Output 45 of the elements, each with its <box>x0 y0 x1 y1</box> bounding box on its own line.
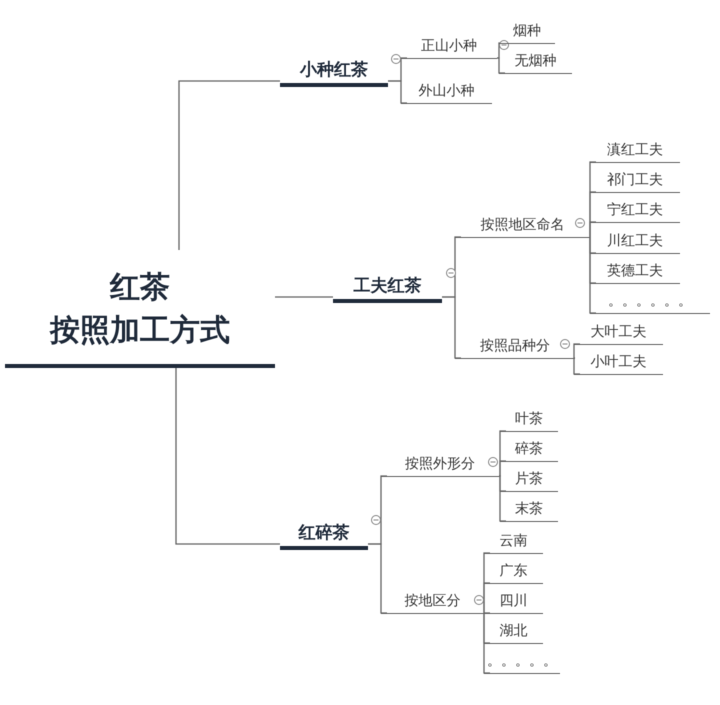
connector-line <box>573 357 580 375</box>
topic-text: 片茶 <box>515 471 543 488</box>
connector-line <box>178 80 280 250</box>
topic-text: 英德工夫 <box>607 263 663 280</box>
topic-text: 大叶工夫 <box>590 324 646 341</box>
topic-text: 广东 <box>500 563 528 580</box>
connector-line <box>573 343 580 359</box>
topic-text: 按地区分 <box>404 593 460 610</box>
topic-text: 红茶 <box>110 269 170 307</box>
connector-line <box>589 236 596 314</box>
topic-text: 按照外形分 <box>405 456 475 473</box>
topic-text: 。。。。。 <box>487 653 557 670</box>
topic-text: 正山小种 <box>421 38 477 55</box>
topic-text: 末茶 <box>515 501 543 518</box>
topic-text: 红碎茶 <box>298 522 350 543</box>
topic-text: 烟种 <box>513 23 541 40</box>
connector-line <box>483 612 490 674</box>
topic-text: 工夫红茶 <box>354 276 422 296</box>
topic-text: 湖北 <box>500 623 528 640</box>
topic-text: 滇红工夫 <box>607 142 663 159</box>
connector-line <box>483 612 490 614</box>
topic-text: 川红工夫 <box>607 233 663 250</box>
connector-line <box>483 582 490 614</box>
connector-line <box>442 296 461 359</box>
topic-text: 小种红茶 <box>300 60 368 80</box>
topic-text: 按照地区命名 <box>480 217 564 234</box>
connector-line <box>497 57 505 74</box>
connector-line <box>498 460 506 477</box>
topic-text: 按照品种分 <box>480 338 550 355</box>
topic-text: 。。。。。。 <box>608 293 692 310</box>
topic-text: 祁门工夫 <box>607 172 663 189</box>
topic-text: 云南 <box>500 533 528 550</box>
connector-line <box>388 80 407 104</box>
topic-text: 无烟种 <box>514 53 556 70</box>
topic-text: 碎茶 <box>515 441 543 458</box>
topic-text: 叶茶 <box>515 411 543 428</box>
connector-line <box>589 221 596 238</box>
topic-text: 外山小种 <box>418 83 474 100</box>
topic-text: 宁红工夫 <box>607 202 663 219</box>
connector-line <box>275 296 333 298</box>
connector-line <box>498 475 506 522</box>
connector-line <box>368 543 387 614</box>
topic-text: 四川 <box>500 593 528 610</box>
topic-text: 按照加工方式 <box>50 312 230 350</box>
topic-text: 小叶工夫 <box>590 354 646 371</box>
